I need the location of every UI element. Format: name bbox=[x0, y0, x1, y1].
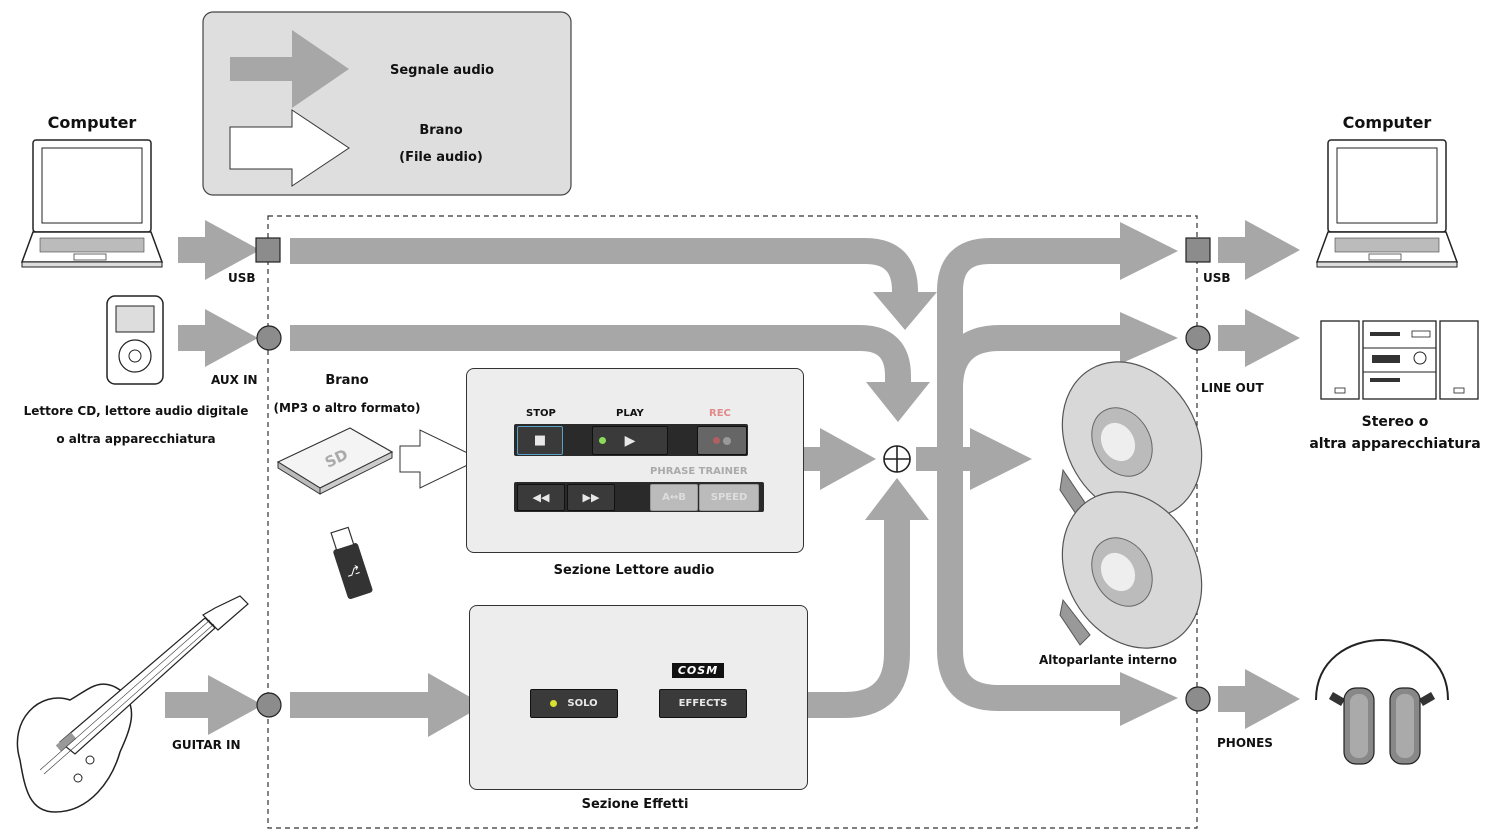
phones-out-arrow bbox=[1218, 669, 1300, 729]
effects-button[interactable]: EFFECTS bbox=[659, 689, 747, 718]
song-file-arrow bbox=[399, 429, 482, 489]
player-out-arrow bbox=[797, 428, 876, 490]
song-mp3-label-2: (MP3 o altro formato) bbox=[273, 401, 421, 415]
mixer-out-arrow bbox=[916, 428, 1032, 490]
headphones-icon bbox=[1315, 639, 1449, 765]
line-out-jack bbox=[1185, 325, 1211, 351]
effects-section-label: Sezione Effetti bbox=[581, 797, 689, 812]
sd-card-icon: SD bbox=[276, 427, 394, 495]
laptop-left-icon bbox=[20, 139, 164, 268]
usb-out-label: USB bbox=[1203, 271, 1231, 285]
guitar-in-jack bbox=[256, 692, 282, 718]
phrase-trainer-label: PHRASE TRAINER bbox=[650, 466, 748, 477]
phones-jack bbox=[1185, 686, 1211, 712]
line-out-label: LINE OUT bbox=[1201, 381, 1264, 395]
laptop-right-icon bbox=[1315, 139, 1459, 268]
usb-in-connector bbox=[255, 237, 281, 263]
aux-in-label: AUX IN bbox=[211, 373, 258, 387]
effects-section bbox=[469, 605, 808, 790]
usb-stick-icon: ⎇ bbox=[330, 526, 373, 599]
audio-player-section bbox=[466, 368, 804, 553]
speaker-label: Altoparlante interno bbox=[1038, 653, 1178, 667]
rec-led bbox=[713, 437, 720, 444]
solo-button[interactable]: SOLO bbox=[530, 689, 618, 718]
line-out-arrow bbox=[1218, 309, 1300, 367]
guitar-in-arrow bbox=[165, 675, 263, 735]
device-boundary bbox=[267, 215, 1198, 829]
stereo-label-2: altra apparecchiatura bbox=[1309, 436, 1481, 452]
usb-in-arrow bbox=[178, 220, 260, 280]
legend-audio-arrow bbox=[230, 30, 349, 108]
player-section-label: Sezione Lettore audio bbox=[553, 563, 715, 578]
rec-button[interactable] bbox=[697, 426, 747, 455]
cd-player-label-1: Lettore CD, lettore audio digitale bbox=[23, 404, 249, 418]
cosm-logo: COSM bbox=[672, 663, 724, 678]
guitar-path-arrow bbox=[290, 673, 484, 737]
usb-out-connector bbox=[1185, 237, 1211, 263]
legend-song-arrow bbox=[229, 109, 350, 187]
speed-button[interactable]: SPEED bbox=[699, 484, 759, 511]
stereo-label-1: Stereo o bbox=[1361, 414, 1429, 430]
effects-out-path bbox=[795, 518, 910, 718]
legend-song-label-1: Brano bbox=[419, 123, 463, 138]
play-button[interactable]: ▶ bbox=[592, 426, 668, 455]
guitar-icon bbox=[16, 595, 249, 813]
aux-in-jack bbox=[256, 325, 282, 351]
internal-speaker-icon bbox=[1059, 361, 1203, 649]
ab-button[interactable]: A↔B bbox=[650, 484, 698, 511]
output-trunk bbox=[937, 238, 1125, 711]
usb-path bbox=[290, 238, 918, 296]
guitar-in-label: GUITAR IN bbox=[172, 738, 241, 752]
play-label: PLAY bbox=[616, 408, 644, 419]
fast-forward-button[interactable]: ▶▶ bbox=[567, 484, 615, 511]
stereo-system-icon bbox=[1320, 320, 1479, 400]
stop-button[interactable]: ■ bbox=[517, 426, 563, 455]
solo-led bbox=[550, 700, 558, 707]
computer-left-label: Computer bbox=[47, 113, 137, 132]
stop-label: STOP bbox=[526, 408, 556, 419]
aux-path bbox=[290, 325, 911, 385]
legend-audio-label: Segnale audio bbox=[389, 63, 495, 78]
play-led bbox=[599, 437, 606, 444]
rec-label: REC bbox=[709, 408, 731, 419]
audio-player-icon bbox=[106, 295, 164, 385]
computer-right-label: Computer bbox=[1342, 113, 1432, 132]
usb-in-label: USB bbox=[228, 271, 256, 285]
legend-song-label-2: (File audio) bbox=[399, 150, 483, 165]
rewind-button[interactable]: ◀◀ bbox=[517, 484, 565, 511]
aux-in-arrow bbox=[178, 309, 258, 367]
usb-out-arrow bbox=[1218, 220, 1300, 280]
phones-label: PHONES bbox=[1217, 736, 1273, 750]
svg-text:⎇: ⎇ bbox=[344, 562, 362, 580]
song-mp3-label-1: Brano bbox=[325, 373, 369, 388]
cd-player-label-2: o altra apparecchiatura bbox=[56, 432, 216, 446]
